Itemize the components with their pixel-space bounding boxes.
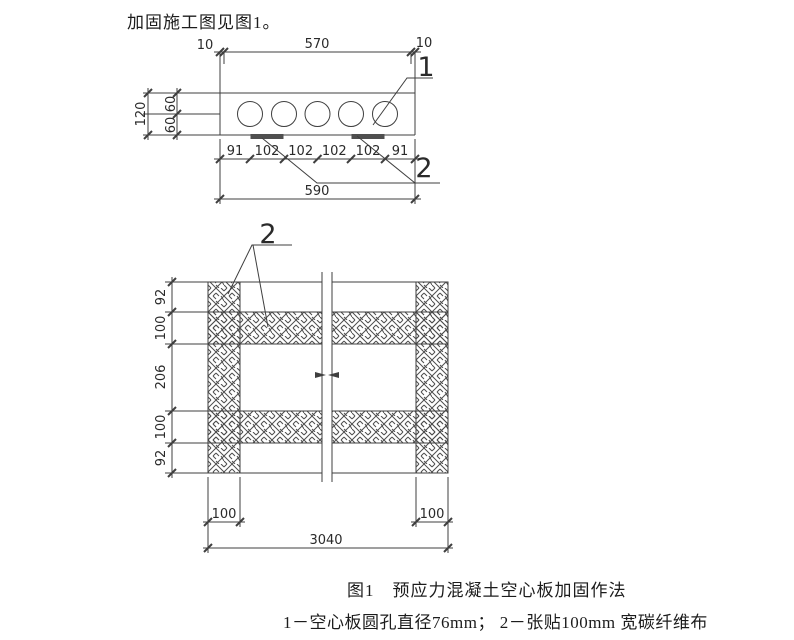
intro-text: 加固施工图见图1。 <box>127 13 281 32</box>
carbon-fiber-strips-plan <box>207 281 449 474</box>
section-spacing-dimension-line <box>214 139 421 204</box>
strip-callout-leader-section <box>261 135 440 184</box>
callout-2-label-section: 2 <box>415 153 432 184</box>
dim-spacing-102b: 102 <box>288 144 313 159</box>
hole-callout-leader <box>372 77 433 126</box>
dim-overall-3040: 3040 <box>309 533 342 548</box>
break-lines <box>315 272 339 482</box>
dimension-ticks <box>143 88 182 140</box>
plan-width-dimension-chain <box>165 277 208 478</box>
dim-spacing-91a: 91 <box>227 144 244 159</box>
dim-spacing-102a: 102 <box>255 144 280 159</box>
hollow-core-circles <box>237 101 398 127</box>
plan-outline <box>207 281 449 474</box>
dim-spacing-102c: 102 <box>322 144 347 159</box>
dim-end-strip-left-100: 100 <box>212 507 237 522</box>
dim-plan-92a: 92 <box>154 289 169 306</box>
plan-bottom-dimensions <box>203 477 453 553</box>
dimension-ticks <box>167 277 177 478</box>
slab-section-outline <box>220 92 415 136</box>
section-overall-dimension-line <box>214 194 421 204</box>
dim-plan-100b: 100 <box>154 415 169 440</box>
dim-top-left-10: 10 <box>197 38 214 53</box>
dimension-ticks <box>215 194 420 204</box>
callout-2-label-plan: 2 <box>259 219 276 250</box>
callout-1-label: 1 <box>417 52 434 83</box>
section-top-dimension-line <box>214 47 421 135</box>
dim-top-570: 570 <box>305 37 330 52</box>
figure-legend: 1－空心板圆孔直径76mm； 2－张贴100mm 宽碳纤维布 <box>283 613 708 632</box>
dim-spacing-102d: 102 <box>356 144 381 159</box>
plan-view: 92 100 206 100 92 100 100 3040 2 <box>154 219 453 553</box>
carbon-fiber-strips-section <box>250 134 385 139</box>
dim-plan-100a: 100 <box>154 316 169 341</box>
dim-spacing-91b: 91 <box>392 144 409 159</box>
figure-caption: 图1 预应力混凝土空心板加固作法 <box>347 581 627 600</box>
dim-height-60b: 60 <box>164 117 179 134</box>
dimension-ticks <box>215 47 420 57</box>
dim-overall-590: 590 <box>305 184 330 199</box>
section-view: 10 570 10 120 60 60 91 102 102 102 102 9… <box>134 36 440 204</box>
section-height-dimensions <box>143 88 220 140</box>
dim-top-right-10: 10 <box>416 36 433 51</box>
dimension-ticks <box>215 154 420 164</box>
strip-callout-leader-plan <box>227 244 292 328</box>
break-marks <box>315 372 339 378</box>
dimension-ticks <box>203 517 453 553</box>
dim-end-strip-right-100: 100 <box>420 507 445 522</box>
dim-plan-206: 206 <box>154 365 169 390</box>
dim-height-60a: 60 <box>164 96 179 113</box>
dim-height-120: 120 <box>134 102 149 127</box>
dim-plan-92b: 92 <box>154 450 169 467</box>
